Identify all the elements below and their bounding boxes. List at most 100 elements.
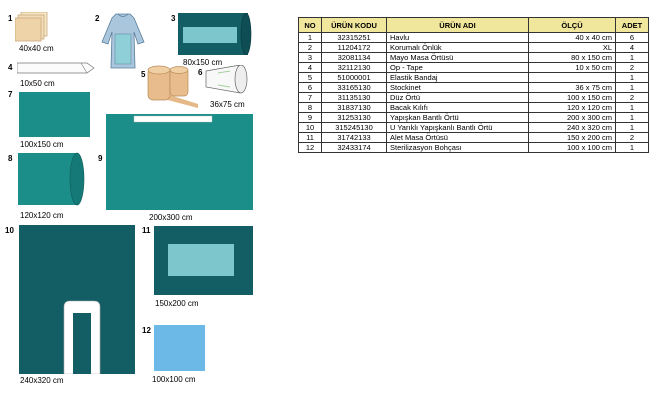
column-header-product-name: ÜRÜN ADI xyxy=(386,17,529,33)
item-size-caption: 150x200 cm xyxy=(155,299,199,308)
cell-size: 200 x 300 cm xyxy=(528,112,616,123)
item-size-caption: 10x50 cm xyxy=(20,79,55,88)
instrument-table-cover-illustration xyxy=(154,226,253,295)
cell-size: 240 x 320 cm xyxy=(528,122,616,133)
cell-size: 10 x 50 cm xyxy=(528,62,616,73)
cell-product-code: 33165130 xyxy=(321,82,387,93)
cell-size: 40 x 40 cm xyxy=(528,32,616,43)
cell-quantity: 4 xyxy=(615,42,649,53)
item-number: 11 xyxy=(142,226,151,235)
cell-quantity: 2 xyxy=(615,62,649,73)
cell-no: 7 xyxy=(298,92,322,103)
cell-product-name: Havlu xyxy=(386,32,529,43)
cell-no: 10 xyxy=(298,122,322,133)
cell-no: 1 xyxy=(298,32,322,43)
item-number: 1 xyxy=(8,14,13,23)
cell-no: 4 xyxy=(298,62,322,73)
column-header-quantity: ADET xyxy=(615,17,649,33)
cell-quantity: 1 xyxy=(615,82,649,93)
cell-size: 120 x 120 cm xyxy=(528,102,616,113)
item-number: 7 xyxy=(8,90,13,99)
mayo-table-cover-illustration xyxy=(178,13,252,55)
cell-product-name: Düz Örtü xyxy=(386,92,529,103)
item-size-caption: 200x300 cm xyxy=(149,213,193,222)
cell-product-name: Bacak Kılıfı xyxy=(386,102,529,113)
cell-no: 3 xyxy=(298,52,322,63)
cell-quantity: 1 xyxy=(615,142,649,153)
item-size-caption: 240x320 cm xyxy=(20,376,64,385)
cell-product-name: Korumalı Önlük xyxy=(386,42,529,53)
op-tape-illustration xyxy=(17,62,95,74)
cell-product-name: U Yarıklı Yapışkanlı Bantlı Örtü xyxy=(386,122,529,133)
cell-size: XL xyxy=(528,42,616,53)
cell-product-name: Stockinet xyxy=(386,82,529,93)
cell-quantity: 1 xyxy=(615,72,649,83)
cell-product-code: 32315251 xyxy=(321,32,387,43)
cell-quantity: 2 xyxy=(615,132,649,143)
table-header-row: NO ÜRÜN KODU ÜRÜN ADI ÖLÇÜ ADET xyxy=(298,17,649,33)
cell-product-name: Sterilizasyon Bohçası xyxy=(386,142,529,153)
column-header-no: NO xyxy=(298,17,322,33)
cell-product-name: Yapışkan Bantlı Örtü xyxy=(386,112,529,123)
cell-product-code: 32081134 xyxy=(321,52,387,63)
item-number: 5 xyxy=(141,70,146,79)
cell-product-name: Elastik Bandaj xyxy=(386,72,529,83)
cell-product-name: Alet Masa Örtüsü xyxy=(386,132,529,143)
item-size-caption: 36x75 cm xyxy=(210,100,245,109)
cell-no: 9 xyxy=(298,112,322,123)
item-size-caption: 120x120 cm xyxy=(20,211,64,220)
cell-product-code: 51000001 xyxy=(321,72,387,83)
cell-product-code: 31837130 xyxy=(321,102,387,113)
cell-product-code: 31135130 xyxy=(321,92,387,103)
cell-quantity: 1 xyxy=(615,122,649,133)
cell-product-code: 11204172 xyxy=(321,42,387,53)
cell-product-code: 32112130 xyxy=(321,62,387,73)
item-number: 4 xyxy=(8,63,13,72)
item-number: 6 xyxy=(198,68,203,77)
cell-size: 36 x 75 cm xyxy=(528,82,616,93)
towel-stack-illustration xyxy=(15,12,48,42)
adhesive-drape-illustration xyxy=(106,114,253,210)
cell-no: 5 xyxy=(298,72,322,83)
item-size-caption: 100x100 cm xyxy=(152,375,196,384)
cell-quantity: 1 xyxy=(615,102,649,113)
stockinet-illustration xyxy=(205,65,248,94)
cell-quantity: 1 xyxy=(615,52,649,63)
item-size-caption: 80x150 cm xyxy=(183,58,223,67)
cell-product-name: Mayo Masa Örtüsü xyxy=(386,52,529,63)
item-number: 3 xyxy=(171,14,176,23)
sterilization-wrap-illustration xyxy=(154,325,205,371)
cell-no: 12 xyxy=(298,142,322,153)
leg-cover-illustration xyxy=(18,152,85,206)
cell-product-code: 31253130 xyxy=(321,112,387,123)
cell-size: 80 x 150 cm xyxy=(528,52,616,63)
item-number: 8 xyxy=(8,154,13,163)
cell-no: 6 xyxy=(298,82,322,93)
cell-product-name: Op - Tape xyxy=(386,62,529,73)
cell-product-code: 31742133 xyxy=(321,132,387,143)
cell-quantity: 6 xyxy=(615,32,649,43)
cell-size: 100 x 150 cm xyxy=(528,92,616,103)
cell-no: 8 xyxy=(298,102,322,113)
item-size-caption: 100x150 cm xyxy=(20,140,64,149)
cell-no: 2 xyxy=(298,42,322,53)
column-header-size: ÖLÇÜ xyxy=(528,17,616,33)
cell-no: 11 xyxy=(298,132,322,143)
cell-size: 150 x 200 cm xyxy=(528,132,616,143)
cell-quantity: 1 xyxy=(615,112,649,123)
column-header-product-code: ÜRÜN KODU xyxy=(321,17,387,33)
surgical-gown-illustration xyxy=(101,13,145,69)
elastic-bandage-illustration xyxy=(147,65,198,108)
cell-quantity: 2 xyxy=(615,92,649,103)
item-number: 9 xyxy=(98,154,103,163)
